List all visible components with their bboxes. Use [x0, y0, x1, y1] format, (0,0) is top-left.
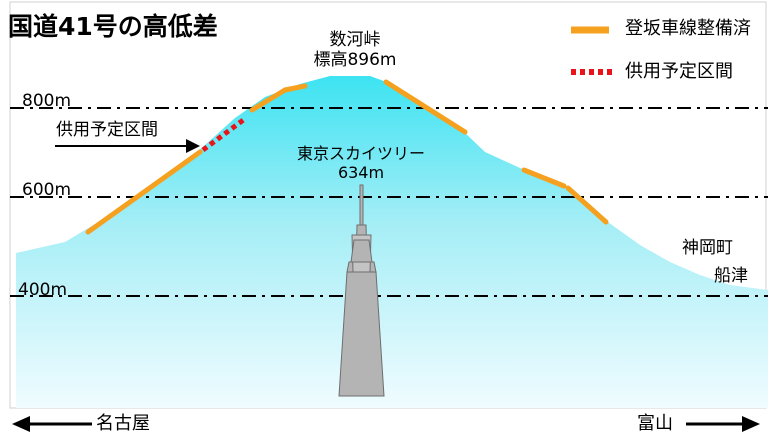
completed-segment-6 [565, 185, 609, 225]
mountain-profile [16, 76, 768, 408]
completed-segment-3 [282, 83, 308, 93]
diagram-title: 国道41号の高低差 [8, 12, 218, 41]
completed-segment-5 [521, 167, 567, 189]
planned-callout-label: 供用予定区間 [56, 120, 158, 140]
legend-planned-label: 供用予定区間 [625, 61, 733, 82]
elevation-label-400: 400m [18, 280, 68, 300]
right-place-line1: 神岡町 [682, 238, 733, 258]
skytree-silhouette [338, 184, 385, 397]
completed-segment-2 [249, 87, 288, 113]
skytree-name: 東京スカイツリー [296, 144, 425, 163]
right-arrow-icon [742, 416, 760, 432]
planned-callout-arrow-head [186, 139, 200, 153]
direction-left-label: 名古屋 [96, 413, 150, 434]
left-arrow-icon [12, 416, 30, 432]
skytree-height: 634m [337, 163, 385, 182]
summit-elevation: 標高896m [313, 50, 397, 70]
right-place-line2: 船津 [714, 266, 748, 286]
completed-segment-1 [85, 149, 203, 235]
summit-name: 数河峠 [329, 30, 381, 50]
legend-completed-label: 登坂車線整備済 [625, 18, 751, 39]
elevation-label-600: 600m [22, 180, 72, 200]
direction-right-label: 富山 [637, 413, 673, 434]
completed-segment-4 [383, 79, 468, 135]
elevation-label-800: 800m [22, 91, 72, 111]
